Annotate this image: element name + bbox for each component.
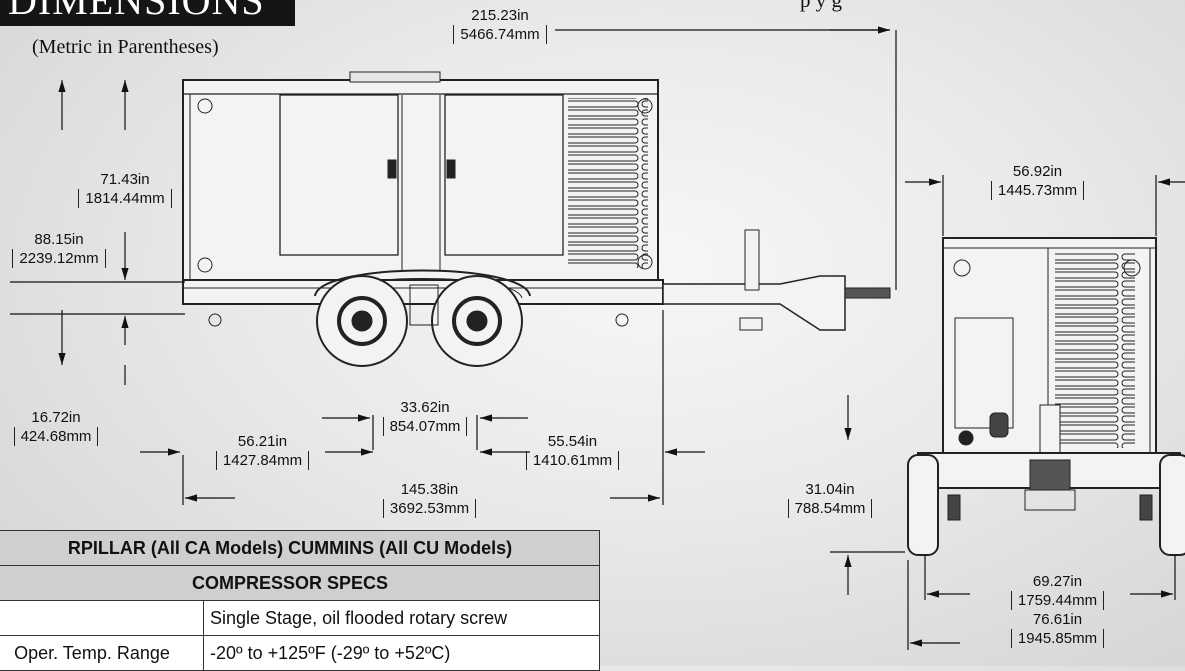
door-handle	[446, 159, 456, 179]
door-left	[279, 94, 399, 256]
door-handle	[387, 159, 397, 179]
wheel-front	[316, 275, 408, 367]
dimension-lines	[10, 26, 1185, 650]
spec-label	[0, 600, 204, 636]
door-right	[444, 94, 564, 256]
front-tire-right	[1159, 454, 1185, 556]
spec-value: -20º to +125ºF (-29º to +52ºC)	[203, 635, 600, 671]
front-tire-left	[907, 454, 939, 556]
front-view	[907, 237, 1185, 556]
table-row: Single Stage, oil flooded rotary screw	[0, 600, 600, 636]
front-louvers	[1055, 252, 1135, 448]
trailer-tongue	[662, 275, 846, 331]
header-fragment-text: p y g	[800, 0, 842, 12]
engine-models-header: RPILLAR (All CA Models) CUMMINS (All CU …	[0, 530, 600, 566]
hitch-coupler	[844, 287, 891, 299]
page-title: DIMENSIONS	[0, 0, 295, 26]
page-subtitle: (Metric in Parentheses)	[32, 36, 219, 58]
wheel-rear	[431, 275, 523, 367]
table-row: Oper. Temp. Range -20º to +125ºF (-29º t…	[0, 635, 600, 671]
compressor-specs-header: COMPRESSOR SPECS	[0, 565, 600, 601]
spec-value: Single Stage, oil flooded rotary screw	[203, 600, 600, 636]
frame-rail	[182, 279, 664, 305]
side-view	[182, 71, 891, 367]
control-panel	[954, 317, 1014, 429]
compressor-specs-table: RPILLAR (All CA Models) CUMMINS (All CU …	[0, 530, 600, 671]
cooling-louvers	[568, 98, 648, 268]
spec-label: Oper. Temp. Range	[0, 635, 204, 671]
jack-stand	[744, 229, 760, 291]
